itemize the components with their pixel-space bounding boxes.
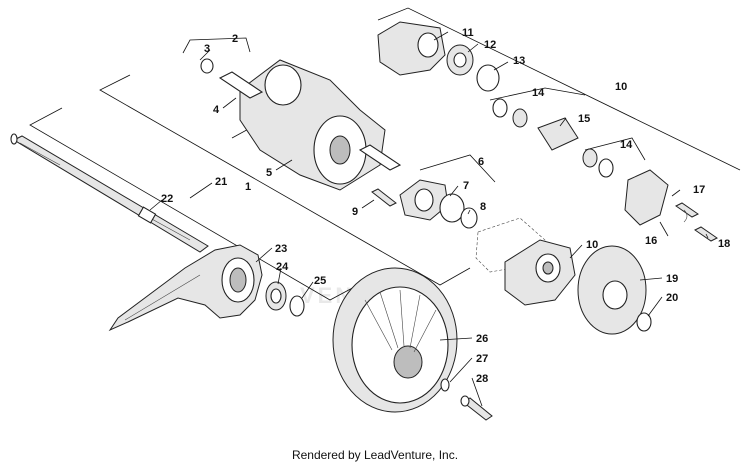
callout-17: 17 <box>693 184 705 196</box>
callout-23: 23 <box>275 243 287 255</box>
callout-3: 3 <box>204 43 210 55</box>
callout-24: 24 <box>276 261 289 273</box>
callout-14-upper: 14 <box>532 87 545 99</box>
bearing-housing-lower <box>504 239 576 306</box>
bearing-seal <box>265 281 305 317</box>
render-credit: Rendered by LeadVenture, Inc. <box>291 448 459 462</box>
callout-14-lower: 14 <box>620 139 633 151</box>
callout-25: 25 <box>314 275 326 287</box>
callout-27: 27 <box>476 353 488 365</box>
callout-labels: 1 2 3 4 5 6 7 8 9 10 10 11 12 13 14 14 1… <box>161 27 730 385</box>
axle-shaft <box>10 133 209 253</box>
callout-8: 8 <box>480 201 486 213</box>
upper-housing-parts <box>377 21 500 92</box>
callout-10-upper: 10 <box>615 81 627 93</box>
driven-pulley <box>577 245 652 335</box>
swing-arm-bracket <box>108 244 263 332</box>
callout-9: 9 <box>352 206 358 218</box>
callout-18: 18 <box>718 238 730 250</box>
callout-11: 11 <box>462 27 474 39</box>
leader-lines <box>149 31 709 407</box>
callout-12: 12 <box>484 39 496 51</box>
callout-2: 2 <box>232 33 238 45</box>
callout-4: 4 <box>213 104 220 116</box>
callout-1: 1 <box>245 181 251 193</box>
drive-clutch <box>332 267 458 413</box>
spacer-parts <box>492 98 614 178</box>
callout-28: 28 <box>476 373 488 385</box>
gearcase-assembly <box>200 58 402 191</box>
callout-22: 22 <box>161 193 173 205</box>
callout-16: 16 <box>645 235 657 247</box>
callout-5: 5 <box>266 167 272 179</box>
callout-10-lower: 10 <box>586 239 598 251</box>
callout-7: 7 <box>463 180 469 192</box>
callout-26: 26 <box>476 333 488 345</box>
callout-15: 15 <box>578 113 590 125</box>
bracket-lines <box>29 7 741 301</box>
callout-6: 6 <box>478 156 484 168</box>
callout-21: 21 <box>215 176 227 188</box>
callout-13: 13 <box>513 55 525 67</box>
callout-19: 19 <box>666 273 678 285</box>
tensioner-bracket <box>624 169 718 242</box>
washer-bolt <box>440 378 493 421</box>
callout-20: 20 <box>666 292 678 304</box>
cover-plate-parts <box>371 179 478 229</box>
